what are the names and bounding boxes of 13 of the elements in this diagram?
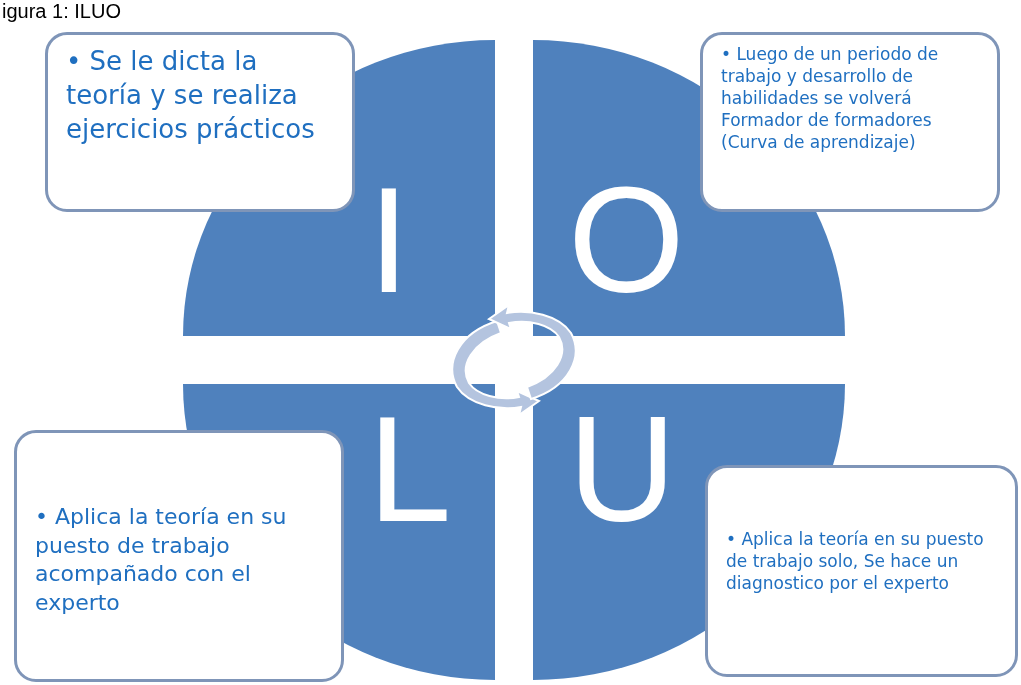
- bullet-text: • Luego de un periodo de trabajo y desarrollo de habilidades se volverá Formador de formadores (Curva de aprendizaje): [721, 43, 940, 154]
- quadrant-letter: U: [568, 394, 677, 544]
- text-box: [705, 465, 1018, 677]
- bullet-text: • Aplica la teoría en su puesto de trabajo solo, Se hace un diagnostico por el experto: [726, 528, 985, 595]
- quadrant-letter: O: [568, 165, 685, 315]
- bullet-text: • Aplica la teoría en su puesto de trabajo acompañado con el experto: [35, 503, 288, 617]
- text-box: [14, 430, 344, 682]
- text-box: [700, 32, 1000, 212]
- figure-title: igura 1: ILUO: [2, 0, 121, 23]
- text-box: [45, 32, 355, 212]
- quadrant-letter: L: [368, 394, 452, 544]
- quadrant-letter: I: [368, 165, 410, 315]
- bullet-text: • Se le dicta la teoría y se realiza ejercicios prácticos: [66, 45, 316, 146]
